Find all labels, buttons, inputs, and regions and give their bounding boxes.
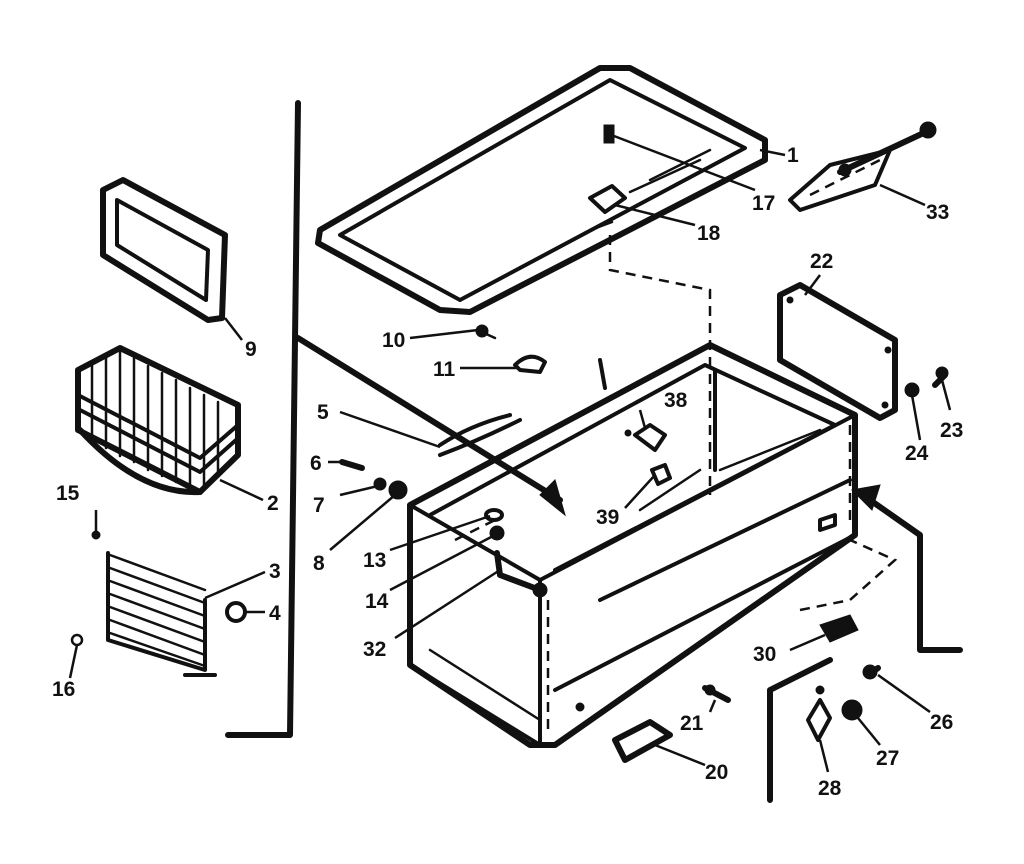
- callout-4: 4: [269, 602, 281, 625]
- callout-38: 38: [664, 389, 688, 412]
- callout-26: 26: [930, 711, 953, 734]
- part-24-washer: [904, 382, 920, 398]
- part-39-clip: [650, 463, 672, 486]
- callout-24: 24: [905, 442, 929, 465]
- part-16-clip: [70, 633, 84, 647]
- part-9-gasket: [100, 177, 228, 323]
- part-15-screw: [91, 530, 101, 540]
- part-27-washer: [841, 699, 863, 721]
- part-20-handle: [612, 719, 673, 763]
- part-10-screw: [475, 324, 497, 340]
- part-22-panel: [777, 282, 898, 421]
- callout-21: 21: [680, 712, 704, 735]
- callout-20: 20: [705, 761, 728, 784]
- part-13-cap: [484, 508, 504, 522]
- part-7-washer: [373, 477, 387, 491]
- callout-16: 16: [52, 678, 75, 701]
- callout-28: 28: [818, 777, 842, 800]
- part-28-bracket: [806, 685, 832, 742]
- callout-9: 9: [245, 338, 257, 361]
- bracket-line-right: [767, 657, 833, 803]
- assembly-arrow-right: [867, 497, 963, 653]
- part-18-hinge: [588, 184, 627, 230]
- callout-8: 8: [313, 552, 325, 575]
- part-21-bushing: [702, 684, 731, 703]
- part-33-lock: [788, 121, 937, 212]
- callout-27: 27: [876, 747, 899, 770]
- callout-15: 15: [56, 482, 80, 505]
- part-30-foot: [799, 538, 898, 643]
- part-20-hole: [575, 702, 585, 712]
- callout-18: 18: [697, 222, 721, 245]
- callout-33: 33: [926, 201, 949, 224]
- dash-line-13: [454, 518, 496, 542]
- part-1-lid: [315, 65, 768, 315]
- part-4-bumper: [225, 601, 247, 623]
- part-32-handle: [494, 550, 548, 598]
- hinge-dash-line: [608, 235, 712, 495]
- part-8-nut: [388, 480, 408, 500]
- assembly-arrowhead-right: [850, 484, 881, 511]
- callout-22: 22: [810, 250, 833, 273]
- callout-32: 32: [363, 638, 386, 661]
- part-11-rod: [598, 358, 607, 390]
- callout-10: 10: [382, 329, 405, 352]
- part-11-clip: [513, 354, 547, 374]
- callout-13: 13: [363, 549, 386, 572]
- part-26-bolt: [862, 664, 881, 680]
- callout-23: 23: [940, 419, 963, 442]
- leader-lines: [68, 134, 952, 773]
- assembly-arrow-left: [295, 335, 563, 503]
- callout-1: 1: [787, 144, 799, 167]
- callout-3: 3: [269, 560, 281, 583]
- callout-17: 17: [752, 192, 775, 215]
- divider-line: [225, 100, 301, 738]
- callout-7: 7: [313, 494, 325, 517]
- part-5-drain-hose: [438, 413, 522, 457]
- part-2-basket: [75, 345, 241, 496]
- part-17-screw: [603, 124, 615, 144]
- callout-2: 2: [267, 492, 279, 515]
- callout-30: 30: [753, 643, 776, 666]
- callout-6: 6: [310, 452, 322, 475]
- part-3-grille: [106, 551, 217, 677]
- part-38-bracket: [624, 423, 667, 452]
- assembly-arrowhead-left: [539, 479, 566, 517]
- callout-11: 11: [433, 358, 456, 381]
- part-6-screw: [339, 459, 365, 471]
- callout-14: 14: [365, 590, 389, 613]
- callout-39: 39: [596, 506, 619, 529]
- callout-5: 5: [317, 401, 329, 424]
- part-23-screw: [932, 366, 949, 388]
